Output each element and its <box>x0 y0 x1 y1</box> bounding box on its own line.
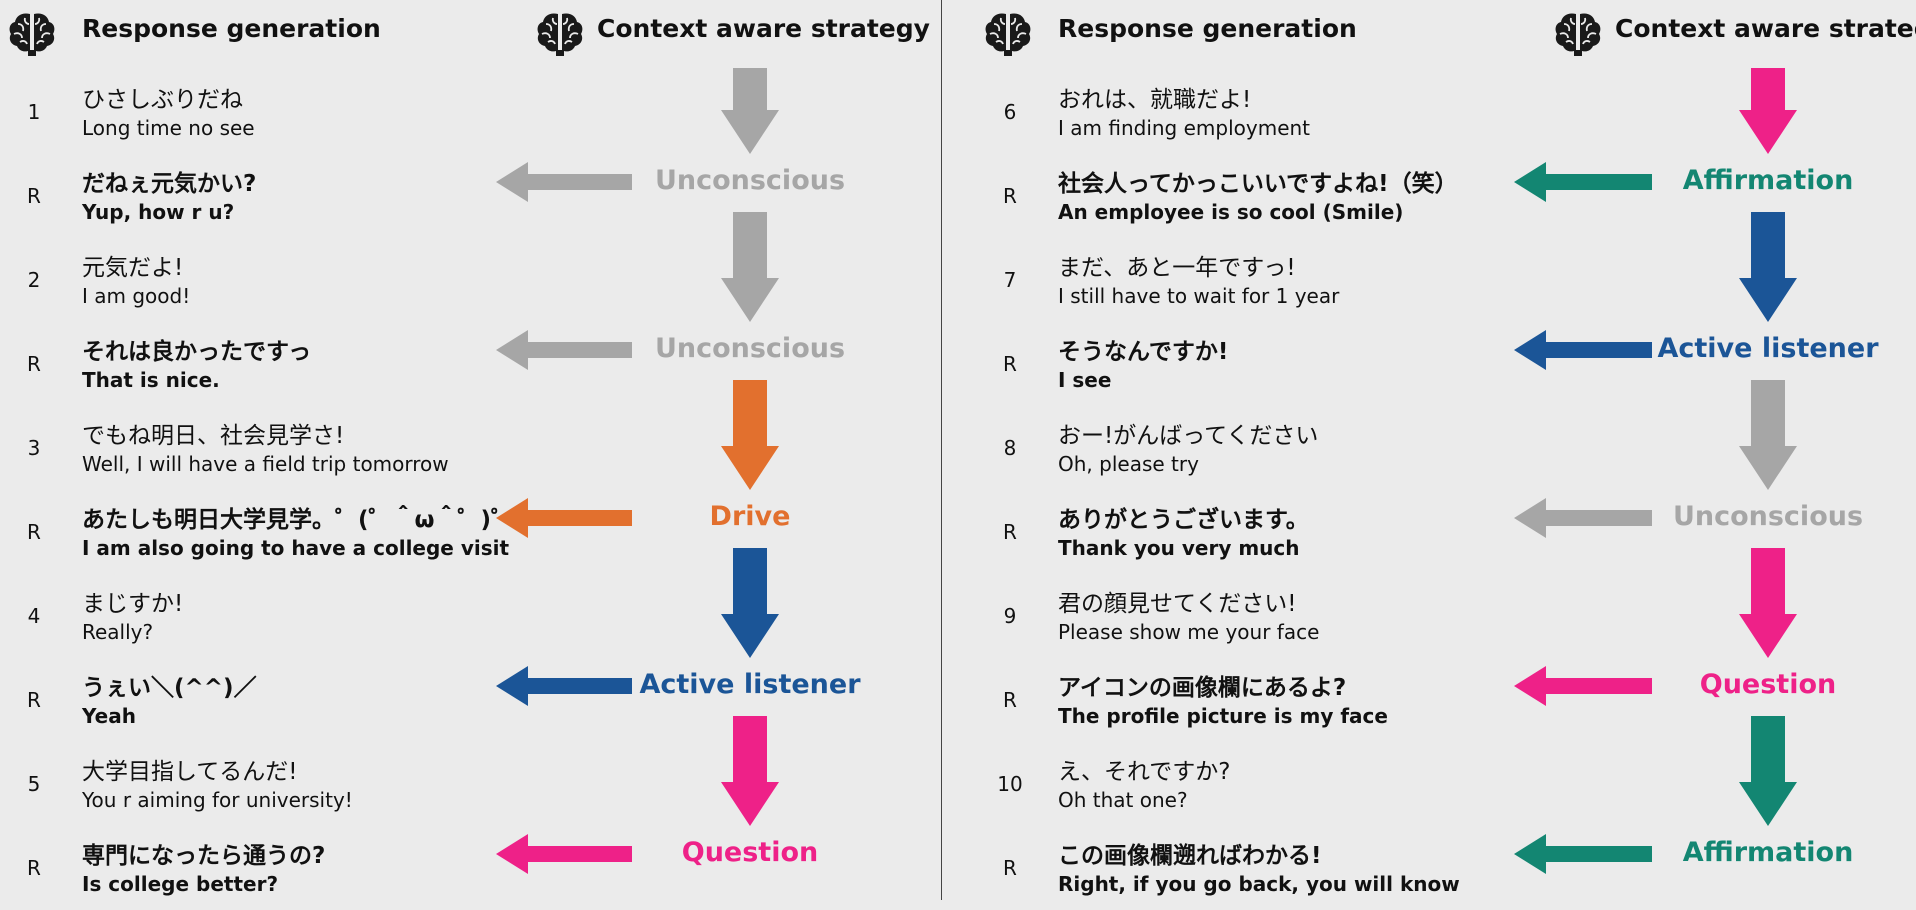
flow-arrow-down <box>1739 548 1797 658</box>
english-translation: Is college better? <box>82 872 279 896</box>
japanese-text: 大学目指してるんだ! <box>82 759 298 785</box>
strategy-label: Unconscious <box>654 333 846 364</box>
flow-arrow-down <box>1739 68 1797 154</box>
row-number: 9 <box>1003 604 1017 628</box>
strategy-flow-arrows <box>1514 68 1797 874</box>
row-number: 1 <box>27 100 41 124</box>
row-number: 2 <box>27 268 41 292</box>
strategy-label: Active listener <box>639 669 861 700</box>
japanese-text: まだ、あと一年ですっ! <box>1058 255 1296 281</box>
context-aware-strategy-title: Context aware strategy <box>597 14 930 43</box>
english-translation: Long time no see <box>82 116 255 140</box>
response-arrow <box>496 666 632 706</box>
response-generation-title: Response generation <box>1058 14 1357 43</box>
english-translation: Right, if you go back, you will know <box>1058 872 1460 896</box>
row-number: 3 <box>27 436 41 460</box>
english-translation: Oh that one? <box>1058 788 1188 812</box>
row-number: R <box>27 688 41 712</box>
row-number: 6 <box>1003 100 1017 124</box>
japanese-text: この画像欄遡ればわかる! <box>1058 843 1322 869</box>
response-arrow <box>1514 666 1652 706</box>
japanese-text: そうなんですか! <box>1058 339 1229 365</box>
strategy-label: Unconscious <box>654 165 846 196</box>
japanese-text: おー!がんばってください <box>1058 423 1319 449</box>
context-aware-strategy-title: Context aware strategy <box>1615 14 1916 43</box>
flow-arrow-down <box>721 380 779 490</box>
flow-arrow-down <box>1739 380 1797 490</box>
strategy-label: Drive <box>709 501 791 532</box>
flow-arrow-down <box>721 548 779 658</box>
japanese-text: だねぇ元気かい? <box>82 171 257 197</box>
english-translation: Thank you very much <box>1058 536 1300 560</box>
response-arrow <box>496 330 632 370</box>
japanese-text: ありがとうございます。 <box>1058 507 1309 533</box>
english-translation: I see <box>1058 368 1112 392</box>
strategy-label: Affirmation <box>1682 837 1854 868</box>
japanese-text: 専門になったら通うの? <box>82 843 326 869</box>
row-number: R <box>27 856 41 880</box>
japanese-text: あたしも明日大学見学。゜(゜＾ω＾゜)゜。 <box>82 507 538 533</box>
english-translation: Yup, how r u? <box>82 200 235 224</box>
english-translation: An employee is so cool (Smile) <box>1058 200 1404 224</box>
japanese-text: でもね明日、社会見学さ! <box>82 423 345 449</box>
english-translation: That is nice. <box>82 368 220 392</box>
japanese-text: まじすか! <box>82 591 184 617</box>
row-number: 7 <box>1003 268 1017 292</box>
english-translation: Yeah <box>82 704 136 728</box>
row-number: 5 <box>27 772 41 796</box>
japanese-text: 元気だよ! <box>82 255 184 281</box>
row-number: 4 <box>27 604 41 628</box>
english-translation: I still have to wait for 1 year <box>1058 284 1340 308</box>
english-translation: Please show me your face <box>1058 620 1320 644</box>
response-arrow <box>1514 162 1652 202</box>
strategy-label: Question <box>1699 669 1837 700</box>
response-arrow <box>496 834 632 874</box>
flow-arrow-down <box>721 716 779 826</box>
english-translation: The profile picture is my face <box>1058 704 1388 728</box>
row-number: R <box>1003 520 1017 544</box>
english-translation: Really? <box>82 620 154 644</box>
response-arrow <box>496 162 632 202</box>
english-translation: You r aiming for university! <box>82 788 353 812</box>
response-arrow <box>1514 834 1652 874</box>
row-number: R <box>27 184 41 208</box>
japanese-text: うぇい＼(^^)／ <box>82 675 257 701</box>
response-arrow <box>1514 330 1652 370</box>
japanese-text: 社会人ってかっこいいですよね!（笑） <box>1058 171 1458 197</box>
english-translation: I am good! <box>82 284 191 308</box>
row-number: R <box>1003 352 1017 376</box>
row-number: R <box>1003 688 1017 712</box>
row-number: 8 <box>1003 436 1017 460</box>
strategy-flow-arrows <box>496 68 779 874</box>
strategy-label: Question <box>681 837 819 868</box>
english-translation: Oh, please try <box>1058 452 1199 476</box>
panel-divider <box>941 0 942 900</box>
english-translation: I am finding employment <box>1058 116 1311 140</box>
english-translation: Well, I will have a field trip tomorrow <box>82 452 449 476</box>
flow-arrow-down <box>1739 716 1797 826</box>
flow-arrow-down <box>721 68 779 154</box>
strategy-label: Active listener <box>1657 333 1879 364</box>
flow-arrow-down <box>721 212 779 322</box>
row-number: R <box>1003 184 1017 208</box>
strategy-label: Affirmation <box>1682 165 1854 196</box>
japanese-text: 君の顔見せてください! <box>1058 591 1297 617</box>
left-panel: Response generation Context aware strate… <box>8 12 930 896</box>
row-number: R <box>27 352 41 376</box>
row-number: R <box>1003 856 1017 880</box>
row-number: R <box>27 520 41 544</box>
japanese-text: それは良かったですっ <box>82 339 312 365</box>
flow-arrow-down <box>1739 212 1797 322</box>
strategy-label: Unconscious <box>1672 501 1864 532</box>
response-generation-title: Response generation <box>82 14 381 43</box>
japanese-text: アイコンの画像欄にあるよ? <box>1058 675 1347 701</box>
right-panel: Response generation Context aware strate… <box>958 0 1916 910</box>
japanese-text: え、それですか? <box>1058 759 1231 785</box>
english-translation: I am also going to have a college visit <box>82 536 510 560</box>
response-arrow <box>496 498 632 538</box>
japanese-text: ひさしぶりだね <box>82 87 243 113</box>
response-arrow <box>1514 498 1652 538</box>
japanese-text: おれは、就職だよ! <box>1058 87 1252 113</box>
row-number: 10 <box>997 772 1023 796</box>
